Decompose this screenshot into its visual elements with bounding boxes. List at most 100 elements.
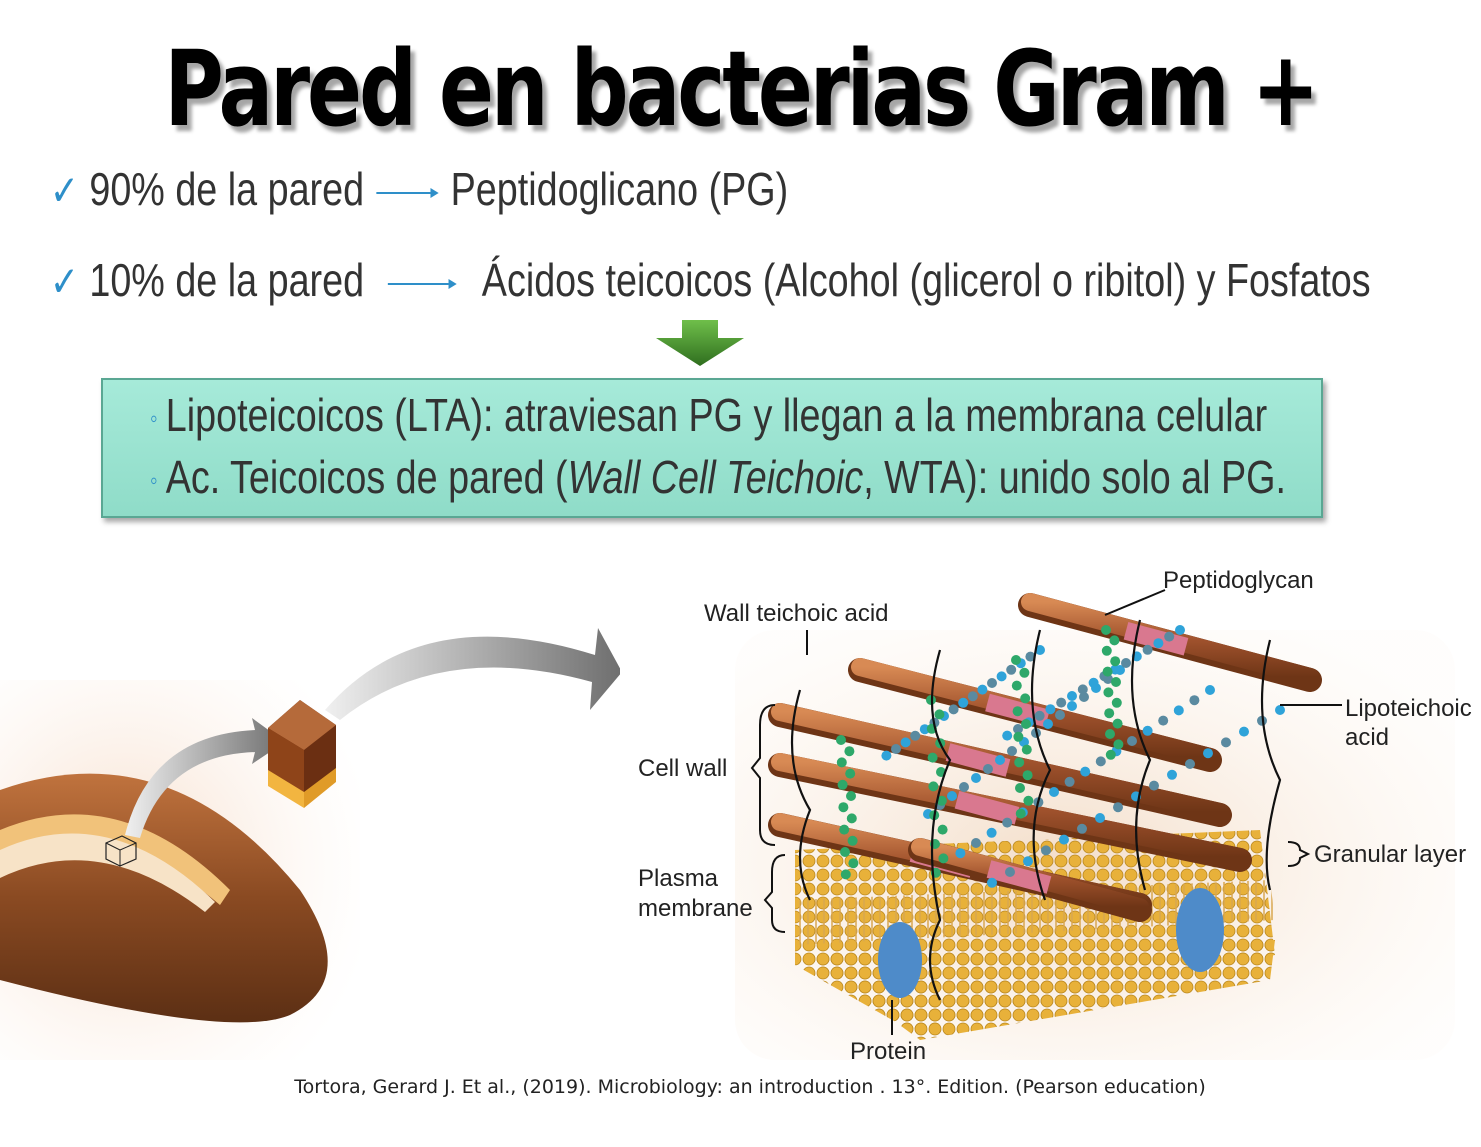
green-bead [847, 835, 858, 846]
bead [1142, 644, 1153, 655]
bullet-icon: ◦ [150, 465, 158, 496]
bead [983, 764, 993, 774]
page-title: Pared en bacterias Gram + [164, 28, 1319, 150]
label-lipoteichoic-1: Lipoteichoic [1345, 695, 1472, 722]
box-item-wta-suffix: , WTA): unido solo al PG. [863, 451, 1286, 503]
bead [1002, 817, 1013, 828]
bead [1121, 658, 1131, 668]
green-bead [837, 779, 848, 790]
bead [1149, 780, 1159, 791]
green-bead [838, 802, 849, 813]
label-granular-layer: Granular layer [1314, 841, 1467, 868]
green-bead [1102, 666, 1113, 677]
green-bead [1023, 795, 1034, 806]
green-bead [836, 757, 847, 768]
green-bead [1105, 749, 1116, 760]
green-bead [1109, 635, 1120, 646]
bead [1095, 756, 1106, 767]
bead [1006, 664, 1017, 675]
arrow-right-icon [387, 278, 457, 289]
bullet-1-target: Peptidoglicano (PG) [450, 163, 789, 215]
check-icon: ✓ [50, 258, 79, 305]
bead [1045, 704, 1056, 715]
bead [900, 737, 911, 748]
green-bead [1101, 645, 1112, 656]
box-item-wta-italic: Wall Cell Teichoic [567, 451, 864, 503]
citation: Tortora, Gerard J. Et al., (2019). Micro… [294, 1076, 1206, 1098]
bead [1079, 692, 1089, 702]
green-bead [846, 813, 857, 824]
box-item-lta-text: Lipoteicoicos (LTA): atraviesan PG y lle… [165, 389, 1268, 441]
bead [1185, 759, 1195, 769]
bead [947, 791, 957, 801]
bullet-icon: ◦ [150, 403, 158, 434]
green-bead [1103, 687, 1114, 698]
bead [1034, 710, 1045, 721]
label-wall-teichoic-acid: Wall teichoic acid [704, 600, 889, 627]
bead [1275, 705, 1285, 715]
label-peptidoglycan: Peptidoglycan [1163, 567, 1314, 594]
teichoic-types-box [101, 378, 1323, 518]
green-bead [928, 781, 939, 792]
bullet-2: ✓ 10% de la pared Ácidos teicoicos (Alco… [50, 253, 1371, 307]
bead [1113, 802, 1123, 813]
box-item-wta: ◦Ac. Teicoicos de pared (Wall Cell Teich… [150, 450, 1286, 504]
bullet-2-target: Ácidos teicoicos (Alcohol (glicerol o ri… [481, 254, 1371, 306]
green-bead [1013, 731, 1024, 742]
bead [971, 773, 981, 783]
green-bead [1110, 656, 1121, 667]
bead [1203, 748, 1213, 759]
bead [881, 750, 892, 761]
green-bead [936, 795, 947, 806]
green-bead [1015, 783, 1025, 793]
bead [1025, 651, 1036, 662]
bead [955, 848, 966, 859]
bullet-1-lead: 90% de la pared [89, 163, 365, 215]
green-bead [1111, 677, 1121, 687]
bead [1110, 664, 1121, 675]
green-bead [1105, 729, 1115, 739]
green-bead [844, 746, 855, 757]
bead [1067, 701, 1077, 711]
bead [1127, 736, 1137, 746]
bead [1205, 685, 1215, 695]
green-bead [937, 824, 948, 835]
bead [891, 744, 901, 754]
green-bead [1020, 693, 1031, 704]
bead [977, 684, 988, 695]
bacterium-illustration [0, 628, 620, 1060]
green-bead [1021, 719, 1031, 729]
bead [967, 691, 978, 702]
box-item-wta-prefix: Ac. Teicoicos de pared ( [165, 451, 568, 503]
green-bead [1104, 708, 1115, 719]
bead [1164, 631, 1175, 642]
green-bead [1112, 718, 1123, 729]
green-bead [1015, 808, 1026, 819]
bead [1035, 645, 1045, 655]
bead [1153, 638, 1164, 649]
bead [1023, 856, 1033, 867]
green-bead [840, 847, 850, 857]
green-bead [1019, 667, 1030, 678]
green-bead [1022, 770, 1033, 781]
box-item-lta: ◦Lipoteicoicos (LTA): atraviesan PG y ll… [150, 388, 1267, 442]
pink-segment [954, 791, 1020, 825]
bead [1189, 695, 1200, 706]
bead [1080, 766, 1091, 777]
green-bead [1021, 744, 1032, 755]
green-bead [1011, 680, 1022, 691]
bead [959, 782, 969, 792]
bead [1067, 691, 1077, 701]
bead [1088, 677, 1099, 688]
label-protein: Protein [850, 1038, 927, 1065]
green-bead [1113, 739, 1124, 750]
cell-wall-diagram [735, 589, 1455, 1060]
bead [986, 827, 997, 838]
green-bead [840, 869, 851, 880]
green-bead [845, 768, 856, 779]
bead [1005, 867, 1015, 877]
label-plasma-2: membrane [638, 895, 753, 922]
bead [1221, 737, 1231, 748]
bead [1043, 719, 1053, 729]
bead [910, 730, 921, 741]
